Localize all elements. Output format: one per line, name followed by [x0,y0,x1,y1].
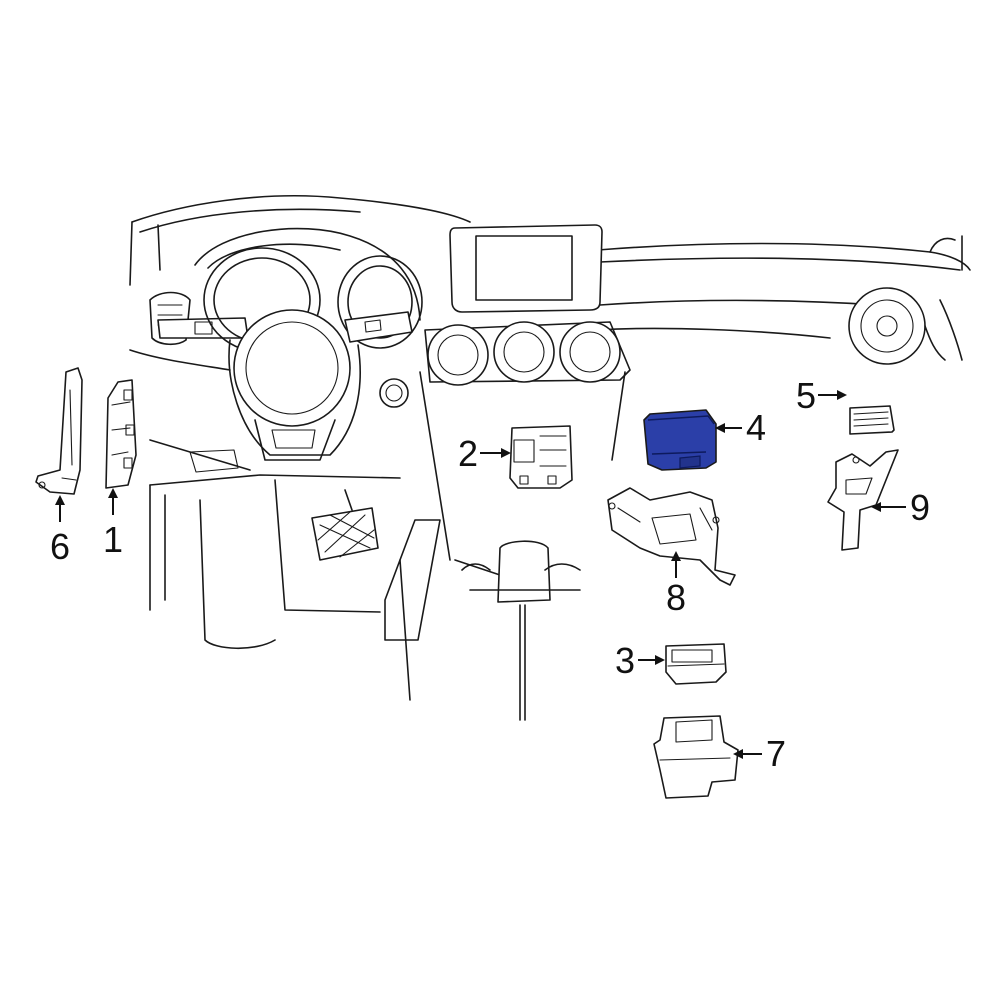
callout-label-2: 2 [458,433,478,474]
part-6-bracket[interactable] [35,367,83,495]
callout-label-5: 5 [796,375,816,416]
part-9-bracket[interactable] [827,449,899,551]
callout-9: 9 [871,487,930,528]
part-4-control-module-highlighted[interactable] [643,409,717,471]
callout-label-7: 7 [766,733,786,774]
callout-label-6: 6 [50,526,70,567]
part-3-module[interactable] [665,643,727,685]
callout-7: 7 [733,733,786,774]
callout-4: 4 [715,407,766,448]
callout-8: 8 [666,551,686,618]
part-2-module[interactable] [509,425,573,489]
callout-label-9: 9 [910,487,930,528]
part-8-bracket[interactable] [607,487,736,586]
part-1-control-module[interactable] [105,379,137,489]
dashboard-outline [129,194,971,721]
callout-label-8: 8 [666,577,686,618]
callout-label-4: 4 [746,407,766,448]
part-7-housing[interactable] [653,715,739,799]
part-5-module[interactable] [849,405,895,435]
callout-2: 2 [458,433,511,474]
callout-6: 6 [50,495,70,567]
callout-1: 1 [103,488,123,560]
callout-3: 3 [615,640,665,681]
callout-label-3: 3 [615,640,635,681]
callout-5: 5 [796,375,847,416]
callout-label-1: 1 [103,519,123,560]
